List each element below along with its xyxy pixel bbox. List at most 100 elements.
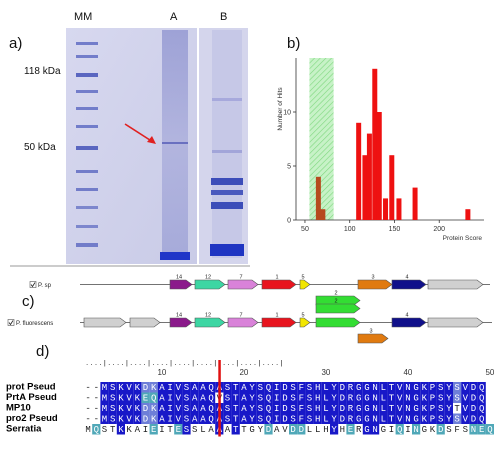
- residue-bg: [362, 413, 371, 424]
- residue-bg: [477, 413, 486, 424]
- residue-bg: [436, 403, 445, 414]
- residue-bg: [403, 413, 412, 424]
- residue-bg: [354, 413, 363, 424]
- residue: E: [348, 425, 353, 435]
- residue: A: [200, 393, 206, 403]
- residue-bg: [313, 403, 322, 414]
- residue: Y: [446, 393, 452, 403]
- svg-text:3: 3: [371, 275, 374, 281]
- residue-bg: [100, 413, 109, 424]
- residue-bg: [330, 424, 339, 435]
- residue-bg: [125, 403, 134, 414]
- residue-bg: [157, 382, 166, 393]
- residue: S: [110, 383, 115, 393]
- residue: S: [290, 414, 295, 424]
- residue-bg: [108, 413, 117, 424]
- residue: K: [118, 414, 124, 424]
- residue-bg: [387, 392, 396, 403]
- residue: K: [118, 383, 124, 393]
- residue: -: [85, 383, 90, 393]
- residue-bg: [223, 382, 232, 393]
- residue-bg: [313, 413, 322, 424]
- residue-bg: [190, 403, 199, 414]
- residue: -: [94, 393, 99, 403]
- residue: N: [405, 393, 410, 403]
- residue: E: [176, 425, 181, 435]
- residue: S: [438, 404, 443, 414]
- residue: I: [159, 425, 164, 435]
- residue-bg: [116, 403, 125, 414]
- residue: D: [471, 383, 476, 393]
- residue-bg: [182, 424, 191, 435]
- residue-bg: [264, 424, 273, 435]
- residue: I: [389, 425, 394, 435]
- residue-bg: [207, 392, 216, 403]
- residue: G: [364, 383, 369, 393]
- residue-bg: [272, 392, 281, 403]
- residue: I: [274, 404, 279, 414]
- residue: S: [290, 393, 295, 403]
- residue: I: [405, 425, 410, 435]
- y-tick-label: 0: [287, 218, 291, 225]
- gene-1b: 1: [261, 313, 297, 328]
- residue-bg: [461, 382, 470, 393]
- residue-bg: [264, 382, 273, 393]
- residue: Y: [331, 414, 337, 424]
- residue: V: [463, 393, 469, 403]
- mw-label-50: 50 kDa: [24, 142, 56, 153]
- svg-text:7: 7: [239, 275, 242, 281]
- residue: D: [290, 425, 295, 435]
- residue: S: [184, 425, 189, 435]
- residue: D: [340, 393, 345, 403]
- residue-bg: [461, 413, 470, 424]
- svg-text:2: 2: [334, 291, 337, 297]
- residue-bg: [182, 403, 191, 414]
- gene-4b: 4: [391, 313, 427, 328]
- x-tick-label: 50: [301, 226, 309, 233]
- residue-bg: [141, 403, 150, 414]
- svg-text:1: 1: [275, 313, 278, 319]
- residue: A: [192, 404, 198, 414]
- residue: G: [356, 393, 361, 403]
- lane-a-band: [162, 142, 188, 144]
- residue-bg: [149, 403, 158, 414]
- residue: Q: [479, 383, 484, 393]
- residue: Y: [331, 404, 337, 414]
- residue-bg: [248, 403, 257, 414]
- residue: H: [315, 414, 320, 424]
- bar: [315, 176, 321, 220]
- ruler-number: 40: [403, 368, 412, 377]
- residue-bg: [395, 382, 404, 393]
- residue: N: [405, 404, 410, 414]
- bar: [376, 112, 382, 220]
- residue: G: [413, 404, 418, 414]
- residue-bg: [321, 392, 330, 403]
- residue-bg: [125, 413, 134, 424]
- residue-bg: [207, 413, 216, 424]
- sequence-alignment: . . . . | . . . . | . . . . | . . . . | …: [6, 360, 495, 437]
- residue: V: [397, 383, 403, 393]
- residue: A: [159, 404, 165, 414]
- residue-bg: [338, 392, 347, 403]
- mw-label-118: 118 kDa: [24, 66, 61, 77]
- residue-bg: [149, 424, 158, 435]
- gene-2: 2: [315, 291, 361, 306]
- sequence-name: PrtA Pseud: [6, 392, 57, 403]
- residue-bg: [371, 424, 380, 435]
- residue: L: [381, 414, 386, 424]
- ruler-number: 30: [321, 368, 330, 377]
- residue: -: [85, 404, 90, 414]
- lane-b-band-1: [211, 178, 243, 185]
- residue: D: [282, 393, 287, 403]
- residue-bg: [469, 424, 478, 435]
- residue-bg: [444, 413, 453, 424]
- residue-bg: [272, 382, 281, 393]
- residue: S: [258, 393, 263, 403]
- residue-bg: [166, 413, 175, 424]
- residue-bg: [264, 413, 273, 424]
- residue: N: [372, 393, 377, 403]
- residue: A: [192, 383, 198, 393]
- residue-bg: [198, 403, 207, 414]
- residue-bg: [379, 403, 388, 414]
- residue: L: [381, 393, 386, 403]
